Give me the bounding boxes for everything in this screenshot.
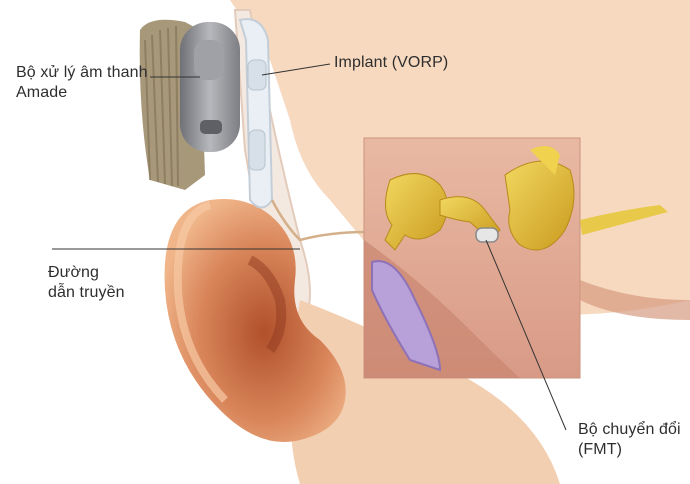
label-sound-processor: Bộ xử lý âm thanh Amade	[16, 63, 148, 103]
sound-processor-device	[180, 22, 240, 152]
label-transducer: Bộ chuyển đổi (FMT)	[578, 420, 681, 460]
label-implant-line1: Implant (VORP)	[334, 53, 448, 73]
label-lead-wire-line1: Đường	[48, 263, 125, 283]
label-lead-wire-line2: dẫn truyền	[48, 283, 125, 303]
label-transducer-line1: Bộ chuyển đổi	[578, 420, 681, 440]
label-implant: Implant (VORP)	[334, 53, 448, 73]
label-lead-wire: Đường dẫn truyền	[48, 263, 125, 303]
middle-ear-ossicles-illustration	[364, 138, 580, 378]
label-transducer-line2: (FMT)	[578, 440, 681, 460]
label-sound-processor-line2: Amade	[16, 83, 148, 103]
label-sound-processor-line1: Bộ xử lý âm thanh	[16, 63, 148, 83]
